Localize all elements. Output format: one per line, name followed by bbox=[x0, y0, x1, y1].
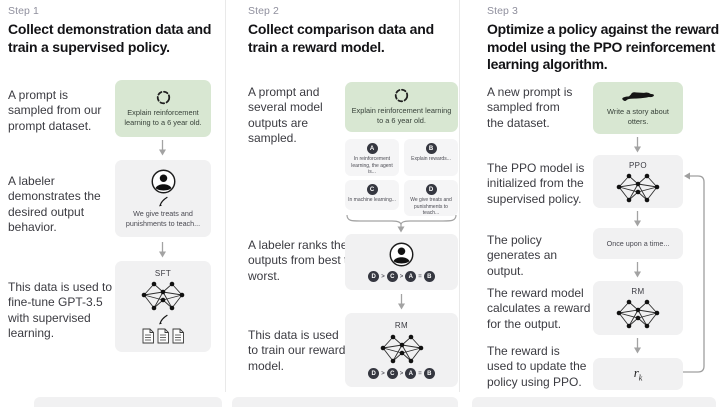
step-2-heading: Collect comparison data and train a rewa… bbox=[248, 21, 434, 55]
rm-model-box-step3: RM bbox=[593, 281, 683, 335]
card-a-badge: A bbox=[366, 143, 378, 154]
rank-badge: A bbox=[405, 368, 417, 379]
flow-arrow-down-icon bbox=[158, 140, 167, 156]
step-1-label: Step 1 bbox=[8, 5, 39, 17]
prompt-box-step1: Explain reinforcement learning to a 6 ye… bbox=[115, 80, 211, 137]
sample-icon bbox=[394, 88, 409, 103]
output-card-a: A In reinforcement learning, the agent i… bbox=[345, 139, 399, 176]
documents-icon bbox=[142, 328, 184, 344]
column-divider bbox=[225, 0, 226, 392]
flow-arrow-down-icon bbox=[633, 338, 642, 354]
prompt-text: Explain reinforcement learning to a 6 ye… bbox=[124, 107, 202, 127]
sft-model-box: SFT bbox=[115, 261, 211, 352]
card-c-badge: C bbox=[366, 184, 378, 195]
rm-label: RM bbox=[631, 287, 645, 296]
step-3-annotation-update: The reward is used to update the policy … bbox=[487, 344, 587, 389]
step-2-annotation-ranks: A labeler ranks the outputs from best to… bbox=[248, 238, 355, 283]
step-3-heading: Optimize a policy against the reward mod… bbox=[487, 21, 719, 72]
rm-label: RM bbox=[394, 321, 409, 330]
labeler-box-step2: D > C > A = B bbox=[345, 234, 458, 290]
otter-icon bbox=[620, 89, 656, 105]
flow-arrow-down-icon bbox=[633, 137, 642, 153]
pen-icon bbox=[158, 314, 169, 325]
step-3-annotation-ppo-init: The PPO model is initialized from the su… bbox=[487, 161, 585, 206]
brace-gather-icon bbox=[345, 214, 458, 234]
labeler-box-step1: We give treats and punishments to teach.… bbox=[115, 160, 211, 237]
bottom-partial-box bbox=[232, 397, 458, 407]
labeler-icon bbox=[389, 242, 414, 267]
card-c-text: In machine learning... bbox=[348, 197, 396, 203]
step-3-label: Step 3 bbox=[487, 5, 518, 17]
card-a-text: In reinforcement learning, the agent is.… bbox=[351, 156, 393, 175]
rank-separator: = bbox=[418, 273, 422, 280]
labeler-icon bbox=[151, 169, 176, 194]
network-icon bbox=[380, 334, 424, 364]
flow-arrow-down-icon bbox=[633, 211, 642, 227]
step-2-annotation-sampled: A prompt and several model outputs are s… bbox=[248, 85, 323, 146]
prompt-text: Write a story about otters. bbox=[607, 107, 669, 126]
step-1-annotation-labeler: A labeler demonstrates the desired outpu… bbox=[8, 174, 101, 235]
reward-value-box: rk bbox=[593, 358, 683, 390]
prompt-box-step2: Explain reinforcement learning to a 6 ye… bbox=[345, 82, 458, 132]
generated-output-box: Once upon a time... bbox=[593, 228, 683, 259]
generated-output-text: Once upon a time... bbox=[606, 238, 670, 248]
prompt-box-step3: Write a story about otters. bbox=[593, 82, 683, 134]
column-divider bbox=[459, 0, 460, 392]
card-d-text: We give treats and punishments to teach.… bbox=[410, 197, 452, 216]
sample-icon bbox=[156, 90, 171, 105]
flow-arrow-down-icon bbox=[158, 242, 167, 258]
step-3-annotation-generates: The policy generates an output. bbox=[487, 233, 558, 278]
step-2-annotation-train: This data is used to train our reward mo… bbox=[248, 328, 346, 373]
step-1-annotation-prompt: A prompt is sampled from our prompt data… bbox=[8, 88, 102, 133]
rank-badge: C bbox=[386, 271, 398, 282]
rank-badge: D bbox=[368, 271, 380, 282]
step-3-annotation-new-prompt: A new prompt is sampled from the dataset… bbox=[487, 85, 573, 130]
prompt-text: Explain reinforcement learning to a 6 ye… bbox=[351, 106, 452, 125]
output-card-c: C In machine learning... bbox=[345, 180, 399, 210]
bottom-partial-box bbox=[472, 397, 716, 407]
rank-badge: A bbox=[405, 271, 417, 282]
ppo-model-box: PPO bbox=[593, 155, 683, 208]
output-card-b: B Explain rewards... bbox=[404, 139, 458, 176]
rank-separator: > bbox=[381, 273, 385, 280]
flow-arrow-down-icon bbox=[397, 294, 406, 310]
step-2-label: Step 2 bbox=[248, 5, 279, 17]
card-b-text: Explain rewards... bbox=[411, 156, 451, 162]
rank-separator: > bbox=[399, 370, 404, 377]
card-d-badge: D bbox=[425, 184, 437, 195]
rank-separator: > bbox=[399, 273, 404, 280]
network-icon bbox=[616, 173, 660, 203]
network-icon bbox=[141, 281, 185, 311]
sft-label: SFT bbox=[154, 269, 172, 278]
step-3-annotation-calculates: The reward model calculates a reward for… bbox=[487, 286, 591, 331]
card-b-badge: B bbox=[425, 143, 437, 154]
rank-separator: = bbox=[418, 370, 422, 377]
step-1-annotation-finetune: This data is used to fine-tune GPT-3.5 w… bbox=[8, 280, 113, 341]
reward-symbol: rk bbox=[633, 365, 643, 383]
demonstration-text: We give treats and punishments to teach.… bbox=[125, 209, 201, 228]
rank-badge: D bbox=[368, 368, 380, 379]
rm-model-box-step2: RM D > C > A = B bbox=[345, 313, 458, 387]
ranking-row: D > C > A = B bbox=[368, 271, 435, 282]
bottom-partial-box bbox=[34, 397, 222, 407]
rank-badge: B bbox=[423, 368, 435, 379]
ppo-label: PPO bbox=[628, 160, 648, 170]
pen-icon bbox=[158, 196, 169, 207]
feedback-loop-arrow-icon bbox=[683, 170, 709, 382]
ranking-row: D > C > A = B bbox=[368, 368, 435, 379]
output-card-d: D We give treats and punishments to teac… bbox=[404, 180, 458, 216]
network-icon bbox=[616, 299, 660, 329]
flow-arrow-down-icon bbox=[633, 262, 642, 278]
rank-badge: B bbox=[423, 271, 435, 282]
rank-badge: C bbox=[386, 368, 398, 379]
rank-separator: > bbox=[381, 370, 385, 377]
step-1-heading: Collect demonstration data and train a s… bbox=[8, 21, 212, 55]
